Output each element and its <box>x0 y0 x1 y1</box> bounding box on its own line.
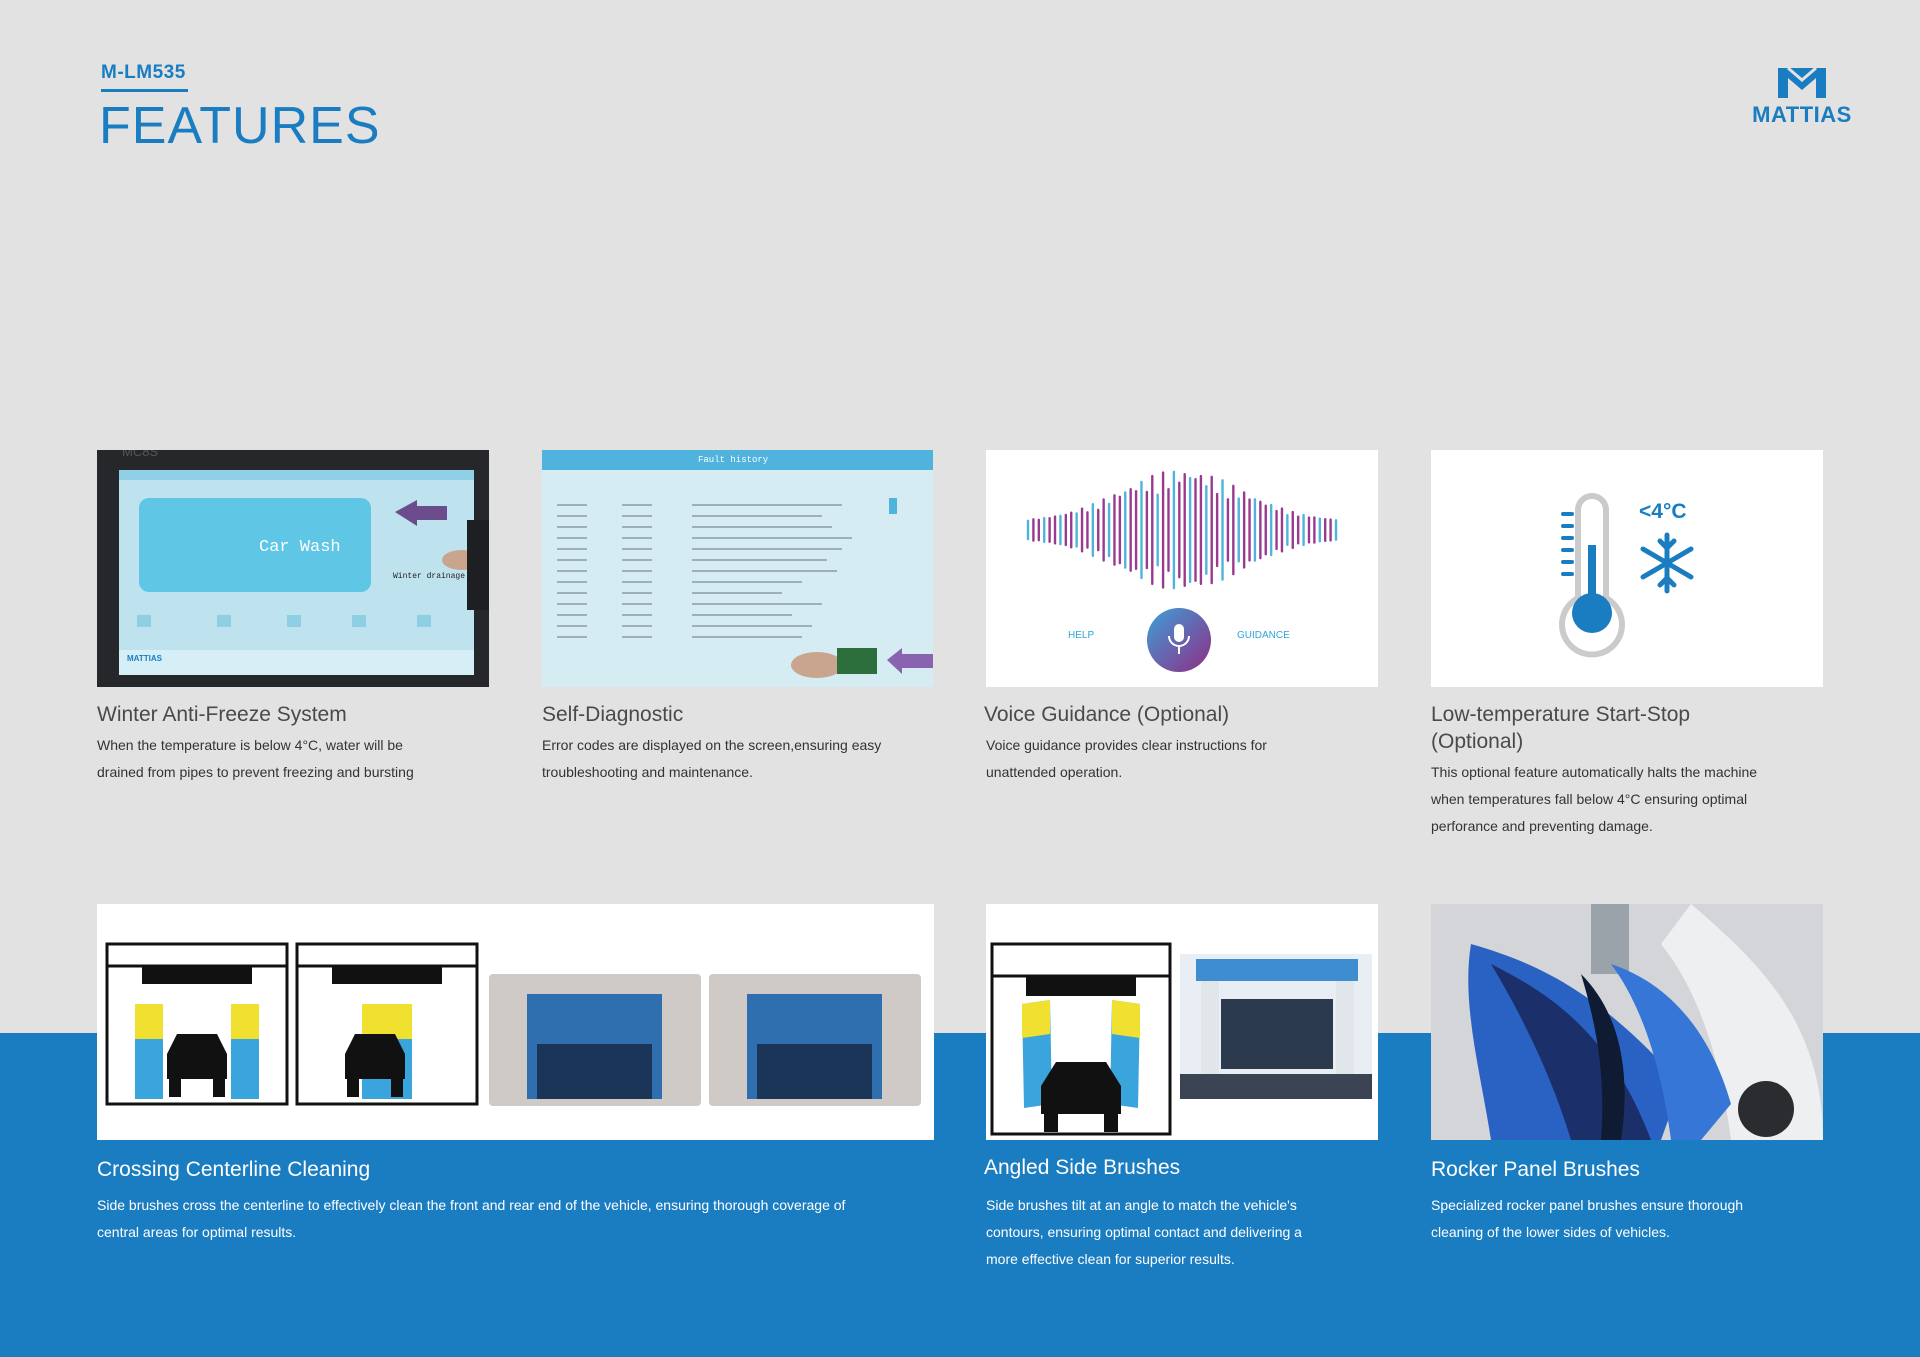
feature-description-line: Side brushes tilt at an angle to match t… <box>986 1197 1297 1213</box>
feature-title: Rocker Panel Brushes <box>1431 1158 1640 1181</box>
mattias-m-icon <box>1778 66 1826 98</box>
svg-text:MC8S: MC8S <box>122 450 158 459</box>
feature-description-line: more effective clean for superior result… <box>986 1251 1235 1267</box>
feature-description-line: unattended operation. <box>986 764 1123 780</box>
thermometer-icon <box>1559 493 1694 658</box>
feature-description-line: troubleshooting and maintenance. <box>542 764 753 780</box>
guidance-label: GUIDANCE <box>1237 630 1290 641</box>
feature-description-line: contours, ensuring optimal contact and d… <box>986 1224 1302 1240</box>
feature-description-line: Voice guidance provides clear instructio… <box>986 737 1267 753</box>
brand-logo: MATTIAS <box>1744 64 1860 132</box>
feature-title: Voice Guidance (Optional) <box>984 703 1230 726</box>
help-label: HELP <box>1068 630 1095 641</box>
rocker-panel-brushes-image <box>1431 904 1823 1140</box>
feature-description-line: central areas for optimal results. <box>97 1224 297 1240</box>
self-diagnostic-image: Fault history <box>542 450 933 687</box>
below-4c-label: <4°C <box>1639 500 1687 523</box>
feature-description-line: Error codes are displayed on the screen,… <box>542 737 882 753</box>
feature-description-line: cleaning of the lower sides of vehicles. <box>1431 1224 1670 1240</box>
feature-title: Low-temperature Start-Stop <box>1431 703 1691 726</box>
car-wash-diagram <box>105 942 921 1106</box>
feature-description-line: This optional feature automatically halt… <box>1431 764 1758 780</box>
feature-title: Winter Anti-Freeze System <box>97 703 347 726</box>
model-number: M-LM535 <box>101 62 186 83</box>
rocker-brush-photo <box>1431 904 1823 1140</box>
sound-wave-illustration <box>1026 470 1338 672</box>
low-temperature-image: <4°C <box>1431 450 1823 687</box>
screen-brand-label: MATTIAS <box>127 654 162 663</box>
feature-description-line: when temperatures fall below 4°C ensurin… <box>1431 791 1748 807</box>
feature-description-line: When the temperature is below 4°C, water… <box>97 737 403 753</box>
angled-brush-diagram <box>990 942 1372 1136</box>
winter-drainage-label: Winter drainage <box>393 572 466 581</box>
feature-title: Self-Diagnostic <box>542 703 684 726</box>
winter-antifreeze-image: MC8S Car Wash Winter drainage MATTIAS <box>97 450 489 687</box>
feature-title: Angled Side Brushes <box>984 1156 1181 1179</box>
fault-history-screen-title: Fault history <box>698 455 769 465</box>
voice-guidance-image: HELP GUIDANCE <box>986 450 1378 687</box>
feature-description-line: Side brushes cross the centerline to eff… <box>97 1197 846 1213</box>
crossing-centerline-image <box>97 904 934 1140</box>
car-wash-screen-label: Car Wash <box>259 538 341 557</box>
feature-description-line: Specialized rocker panel brushes ensure … <box>1431 1197 1744 1213</box>
angled-side-brushes-image <box>986 904 1378 1140</box>
feature-description-line: drained from pipes to prevent freezing a… <box>97 764 414 780</box>
logo-text: MATTIAS <box>1752 102 1852 127</box>
page-title: FEATURES <box>99 97 381 155</box>
feature-description-line: perforance and preventing damage. <box>1431 818 1653 834</box>
touchscreen-illustration: MC8S <box>97 450 489 687</box>
model-underline <box>101 89 188 92</box>
feature-title-line2: (Optional) <box>1431 730 1524 753</box>
fault-history-illustration <box>542 450 933 687</box>
feature-title: Crossing Centerline Cleaning <box>97 1158 371 1181</box>
